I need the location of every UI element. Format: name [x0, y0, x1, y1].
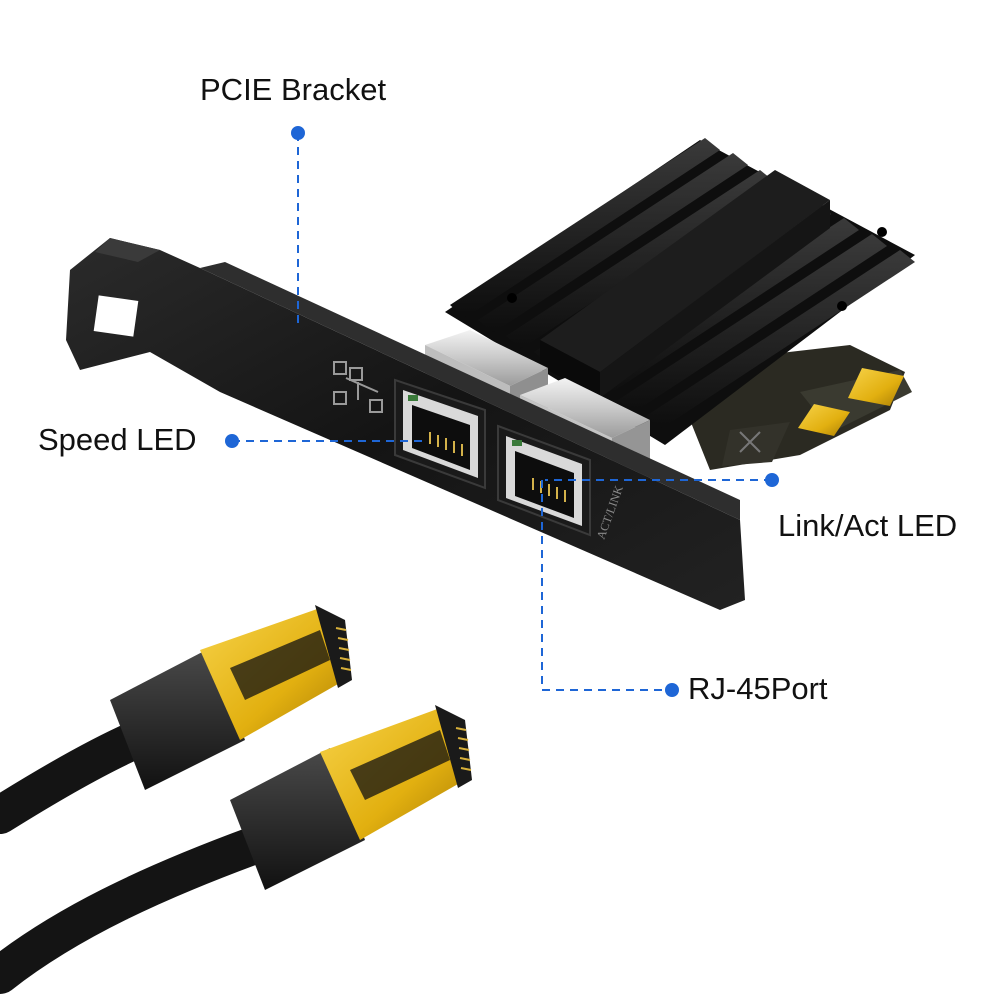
cable-contacts	[335, 627, 352, 671]
link-act-led-dot	[765, 473, 779, 487]
ethernet-cable-icon	[0, 605, 472, 994]
callout-dots	[225, 126, 779, 697]
rj45-port-dot	[665, 683, 679, 697]
pcie-bracket-dot	[291, 126, 305, 140]
link-led-indicator	[512, 440, 522, 446]
heatsink-icon	[445, 138, 915, 445]
rj45-port-label: RJ-45Port	[688, 671, 828, 706]
network-icon	[333, 361, 383, 413]
gold-finger-contacts	[798, 368, 904, 436]
speed-led-dot	[225, 434, 239, 448]
pcie-bracket	[66, 238, 745, 610]
callout-lines	[232, 133, 772, 691]
link-act-led-label: Link/Act LED	[778, 508, 958, 543]
speed-led-label: Speed LED	[38, 422, 197, 457]
rj45-port-leader	[541, 480, 672, 691]
pcie-bracket-label: PCIE Bracket	[200, 72, 387, 107]
cable-contacts-2	[455, 727, 472, 771]
speed-led-indicator	[408, 395, 418, 401]
